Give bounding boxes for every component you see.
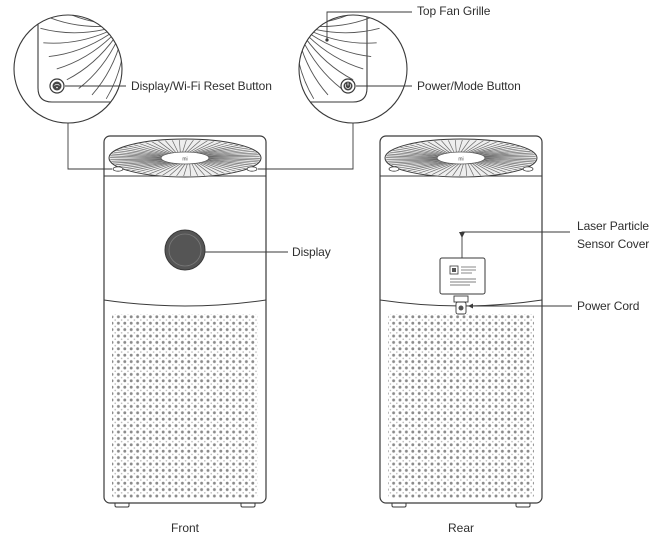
caption-front: Front [170, 521, 200, 535]
callout-right [298, 14, 408, 124]
label-power-mode-button: Power/Mode Button [417, 79, 521, 93]
sensor-cover [439, 257, 486, 295]
svg-text:mi: mi [182, 157, 187, 163]
label-laser-particle-line2: Sensor Cover [577, 237, 650, 251]
callout-left [13, 14, 123, 124]
label-power-cord: Power Cord [577, 299, 640, 313]
label-display: Display [292, 245, 331, 259]
front-unit: mi [103, 135, 267, 508]
caption-rear: Rear [447, 521, 475, 535]
label-top-fan-grille: Top Fan Grille [417, 4, 491, 18]
rear-unit: mi [379, 135, 543, 508]
label-display-wifi-reset-button: Display/Wi-Fi Reset Button [131, 79, 272, 93]
label-laser-particle-line1: Laser Particle [577, 219, 649, 233]
svg-text:mi: mi [458, 157, 463, 163]
display-disc [164, 229, 206, 271]
